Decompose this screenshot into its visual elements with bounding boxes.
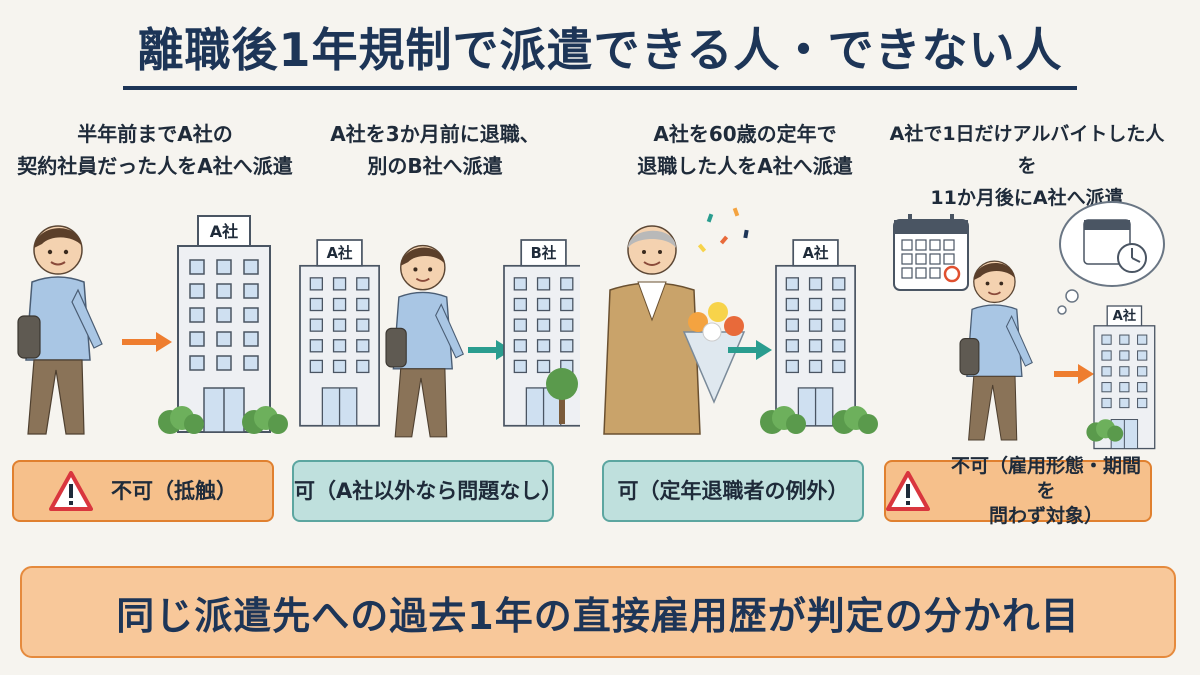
caption-line: A社を60歳の定年で: [653, 122, 837, 146]
verdict-line: 問わず対象）: [988, 504, 1103, 527]
building-label: A社: [1113, 307, 1136, 324]
case-caption: A社で1日だけアルバイトした人を 11か月後にA社へ派遣: [882, 118, 1172, 214]
building-label: B社: [531, 244, 557, 262]
warning-icon: [886, 471, 930, 511]
scene-illustration: A社: [893, 201, 1165, 450]
tree-icon: [546, 368, 578, 424]
thought-bubble-icon: [1057, 201, 1165, 315]
person-illustration: [385, 244, 465, 438]
warning-icon: [49, 471, 93, 511]
building-icon: B社: [503, 239, 580, 427]
caption-line: 別のB社へ派遣: [367, 154, 503, 178]
verdict-text: 不可（抵触）: [111, 479, 237, 503]
case-caption: 半年前までA社の 契約社員だった人をA社へ派遣: [10, 118, 300, 182]
calendar-icon: [893, 214, 969, 291]
case-column-4: A社で1日だけアルバイトした人を 11か月後にA社へ派遣: [882, 118, 1172, 538]
scene-illustration: A社 B社: [299, 239, 580, 438]
case-caption: A社を3か月前に退職、 別のB社へ派遣: [290, 118, 580, 182]
caption-line: 退職した人をA社へ派遣: [637, 154, 853, 178]
verdict-text: 可（定年退職者の例外）: [617, 479, 849, 503]
building-label: A社: [803, 244, 829, 262]
building-label: A社: [210, 222, 238, 241]
title-wrap: 離職後1年規制で派遣できる人・できない人: [0, 14, 1200, 90]
senior-person-illustration: [603, 225, 701, 435]
scene-illustration: A社: [603, 207, 878, 435]
building-icon: A社: [1093, 305, 1156, 450]
verdict-line: 不可（雇用形態・期間を: [950, 454, 1141, 502]
building-label: A社: [327, 244, 353, 262]
summary-banner: 同じ派遣先への過去1年の直接雇用歴が判定の分かれ目: [20, 566, 1176, 658]
case-column-3: A社を60歳の定年で 退職した人をA社へ派遣: [600, 118, 890, 538]
arrow-icon: [1054, 364, 1094, 384]
building-icon: A社: [299, 239, 380, 427]
confetti-icon: [697, 207, 749, 253]
scene-illustration: A社: [17, 215, 288, 435]
page-title: 離職後1年規制で派遣できる人・できない人: [123, 14, 1077, 90]
building-icon: A社: [775, 239, 856, 427]
verdict-badge-ng: 不可（抵触）: [12, 460, 274, 522]
verdict-badge-ok: 可（A社以外なら問題なし）: [292, 460, 563, 522]
arrow-icon: [122, 332, 172, 352]
caption-line: A社を3か月前に退職、: [330, 122, 540, 146]
verdict-badge-ng: 不可（雇用形態・期間を 問わず対象）: [884, 455, 1152, 527]
case-column-2: A社を3か月前に退職、 別のB社へ派遣 A社 B社 可（A社以外なら問題なし）: [290, 118, 580, 538]
person-illustration: [17, 225, 103, 435]
caption-line: 契約社員だった人をA社へ派遣: [17, 154, 293, 178]
case-caption: A社を60歳の定年で 退職した人をA社へ派遣: [600, 118, 890, 182]
case-column-1: 半年前までA社の 契約社員だった人をA社へ派遣 A社 不可（抵触）: [10, 118, 300, 538]
building-icon: A社: [177, 215, 271, 433]
verdict-text: 不可（雇用形態・期間を 問わず対象）: [942, 454, 1150, 529]
verdict-badge-ok: 可（定年退職者の例外）: [602, 460, 864, 522]
verdict-text: 可（A社以外なら問題なし）: [294, 479, 563, 503]
caption-line: A社で1日だけアルバイトした人を: [889, 123, 1165, 177]
person-illustration: [959, 260, 1034, 441]
caption-line: 半年前までA社の: [77, 122, 233, 146]
arrow-icon: [728, 340, 772, 360]
caption-line: 11か月後にA社へ派遣: [930, 187, 1124, 209]
